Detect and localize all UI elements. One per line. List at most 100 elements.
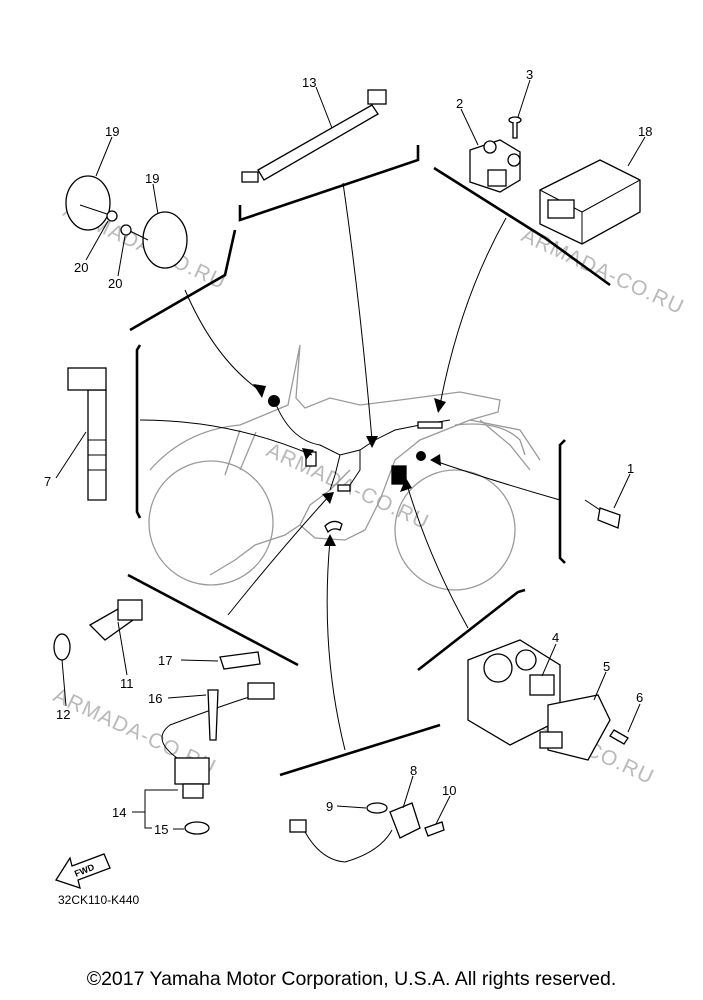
leader-1 — [613, 473, 631, 509]
part-4-throttle-body — [467, 639, 561, 746]
part-19-reflector-left — [65, 175, 118, 231]
leader-4 — [541, 643, 557, 677]
part-3-screw — [508, 116, 522, 139]
callout-labels: 13 3 2 18 19 19 20 20 7 1 11 12 17 16 14… — [44, 67, 652, 837]
harness-connector — [391, 465, 407, 485]
callout-19-left: 19 — [105, 124, 119, 139]
part-7-ignition-coil — [67, 367, 107, 501]
callout-2: 2 — [456, 96, 463, 111]
sensor-connector — [289, 819, 307, 833]
location-dot-19 — [268, 395, 280, 407]
arrow-19 — [184, 289, 263, 393]
part-8-speed-sensor — [289, 802, 445, 863]
arrowhead-19 — [253, 384, 266, 398]
harness-connector — [337, 484, 351, 492]
arrow-8 — [326, 539, 346, 751]
arrowhead-4 — [400, 478, 412, 492]
harness-main — [274, 401, 451, 456]
clamp-17 — [219, 651, 261, 670]
sensor-tip — [182, 783, 204, 799]
ecu-top-edge — [539, 179, 641, 244]
bracket-18 — [433, 166, 611, 287]
callout-10: 10 — [442, 783, 456, 798]
arrow-7 — [139, 419, 313, 456]
bracket-11 — [127, 573, 299, 667]
leader-10 — [435, 795, 451, 825]
part-11-sensor — [53, 599, 143, 661]
reflector-lens — [142, 211, 188, 269]
callout-1: 1 — [627, 461, 634, 476]
leader-20-right — [117, 235, 126, 277]
screw-shank — [512, 122, 518, 139]
harness-clamp — [324, 520, 343, 534]
bolt-16 — [207, 689, 219, 741]
lead-plug — [367, 89, 387, 105]
part-13-lead — [241, 89, 387, 183]
bracket-7 — [135, 344, 142, 519]
leader-11 — [117, 621, 128, 676]
arrowhead-8 — [324, 534, 336, 546]
arrow-4 — [407, 487, 469, 629]
leader-20-left — [85, 220, 109, 261]
arrow-18 — [439, 217, 507, 406]
sensor-plug — [487, 169, 507, 187]
part-19-reflector-right — [120, 211, 188, 269]
sensor-hex — [117, 599, 143, 621]
sensor-body — [469, 139, 521, 193]
bracket-1 — [558, 439, 566, 564]
callout-3: 3 — [526, 67, 533, 82]
callout-13: 13 — [302, 75, 316, 90]
leader-lines — [55, 79, 646, 830]
callout-19-right: 19 — [145, 171, 159, 186]
part-2-sensor — [469, 139, 521, 193]
harness-branch — [329, 450, 361, 491]
callout-4: 4 — [552, 630, 559, 645]
callout-15: 15 — [154, 822, 168, 837]
fwd-indicator: FWD — [55, 853, 111, 889]
front-wheel-outline — [148, 460, 274, 586]
bolt-10 — [424, 821, 445, 837]
motorcycle-outline — [148, 344, 541, 591]
fwd-arrow-icon — [55, 853, 111, 889]
callout-12: 12 — [56, 707, 70, 722]
arrowhead-13 — [366, 436, 378, 448]
leader-19-left — [95, 136, 113, 177]
sensor-plug — [247, 682, 275, 700]
wire-harness — [268, 395, 451, 534]
arrow-13 — [342, 182, 373, 441]
sensor-cable — [303, 829, 393, 863]
arrowhead-18 — [434, 398, 446, 413]
leader-18 — [627, 136, 646, 167]
sensor-4 — [529, 674, 555, 696]
callout-9: 9 — [326, 799, 333, 814]
frame-outline — [149, 344, 541, 576]
ecu-connector — [547, 199, 575, 219]
callout-20-left: 20 — [74, 260, 88, 275]
arrow-1 — [431, 459, 561, 501]
coil-rings — [88, 439, 106, 471]
callout-6: 6 — [636, 690, 643, 705]
sensor-port — [507, 153, 521, 167]
harness-connector — [417, 421, 443, 429]
switch-body — [597, 507, 621, 529]
bracket-19 — [129, 229, 237, 332]
sensor-port — [483, 140, 497, 154]
leader-9 — [336, 805, 367, 809]
sensor-cable — [161, 691, 266, 761]
gasket-12 — [53, 633, 71, 661]
bracket-13 — [238, 145, 420, 222]
rear-fender-outline — [454, 423, 526, 456]
part-1-switch — [584, 499, 621, 529]
sensor-head — [174, 757, 210, 785]
leader-14 — [132, 789, 178, 829]
coil-head — [67, 367, 107, 391]
part-14-sensor-lead — [161, 651, 275, 835]
lead-body — [257, 104, 379, 181]
callout-11: 11 — [120, 676, 134, 691]
leader-3 — [517, 79, 531, 118]
o-ring-9 — [366, 802, 388, 814]
leader-13 — [315, 86, 333, 129]
callout-17: 17 — [158, 653, 172, 668]
reflector-nut — [106, 210, 118, 222]
